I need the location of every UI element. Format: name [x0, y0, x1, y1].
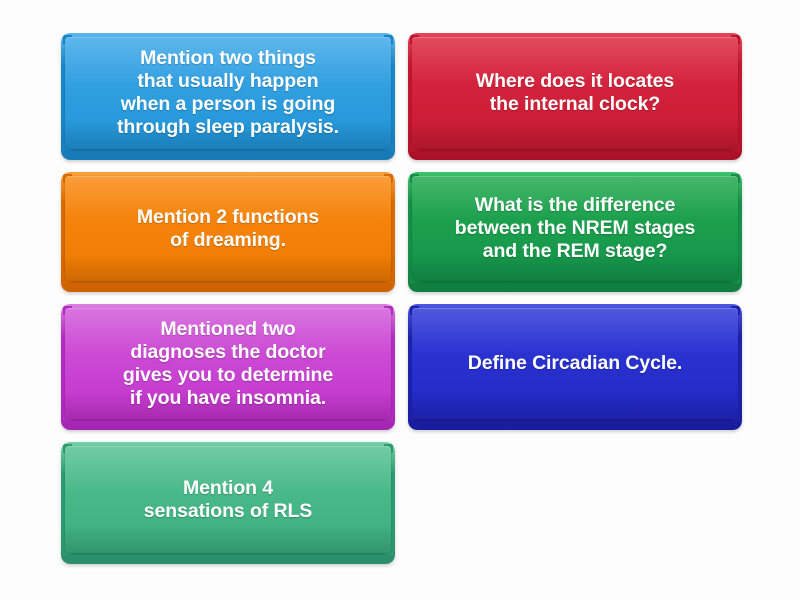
card-5[interactable]: Mentioned two diagnoses the doctor gives… [61, 304, 395, 430]
card-5-face: Mentioned two diagnoses the doctor gives… [65, 308, 391, 419]
card-1-face: Mention two things that usually happen w… [65, 37, 391, 149]
card-1[interactable]: Mention two things that usually happen w… [61, 33, 395, 160]
card-2-face: Where does it locates the internal clock… [412, 37, 738, 149]
card-5-text: Mentioned two diagnoses the doctor gives… [122, 317, 334, 409]
card-4-face: What is the difference between the NREM … [412, 176, 738, 281]
card-2[interactable]: Where does it locates the internal clock… [408, 33, 742, 160]
card-1-text: Mention two things that usually happen w… [117, 47, 339, 138]
cards-grid: Mention two things that usually happen w… [61, 33, 742, 564]
card-4-text: What is the difference between the NREM … [454, 194, 696, 262]
card-2-text: Where does it locates the internal clock… [475, 70, 675, 115]
card-7-text: Mention 4 sensations of RLS [143, 476, 313, 522]
card-3-face: Mention 2 functions of dreaming. [65, 176, 391, 281]
card-6-face: Define Circadian Cycle. [412, 308, 738, 419]
card-6-text: Define Circadian Cycle. [467, 352, 683, 374]
card-6[interactable]: Define Circadian Cycle. [408, 304, 742, 430]
card-4[interactable]: What is the difference between the NREM … [408, 172, 742, 292]
card-7[interactable]: Mention 4 sensations of RLS [61, 442, 395, 564]
card-7-face: Mention 4 sensations of RLS [65, 446, 391, 553]
card-3-text: Mention 2 functions of dreaming. [136, 205, 320, 251]
card-3[interactable]: Mention 2 functions of dreaming. [61, 172, 395, 292]
